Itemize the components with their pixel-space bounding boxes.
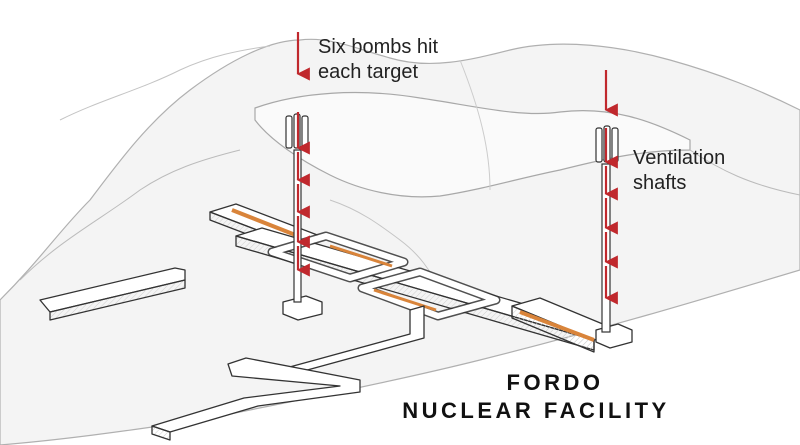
vent-shaft: [301, 115, 309, 149]
vent-shaft: [595, 127, 603, 163]
vent-shaft: [611, 127, 619, 163]
terrain: [0, 38, 800, 445]
tunnel-left-approach: [39, 267, 186, 313]
facility-title-line-1: FORDO: [506, 370, 604, 395]
facility-title-line-2: NUCLEAR FACILITY: [402, 398, 670, 423]
tunnel-network: [39, 203, 633, 441]
terrain-contour-1: [19, 149, 241, 281]
terrain-contour-5: [459, 59, 491, 191]
terrain-contour-2: [59, 45, 271, 121]
terrain-contour-4: [689, 149, 800, 196]
label-ventilation-shafts: Ventilation shafts: [633, 147, 726, 194]
vent-shaft: [285, 115, 293, 149]
plateau: [254, 91, 691, 198]
shaft-base-left: [282, 295, 323, 321]
label-six-bombs: Six bombs hit each target: [318, 36, 439, 83]
